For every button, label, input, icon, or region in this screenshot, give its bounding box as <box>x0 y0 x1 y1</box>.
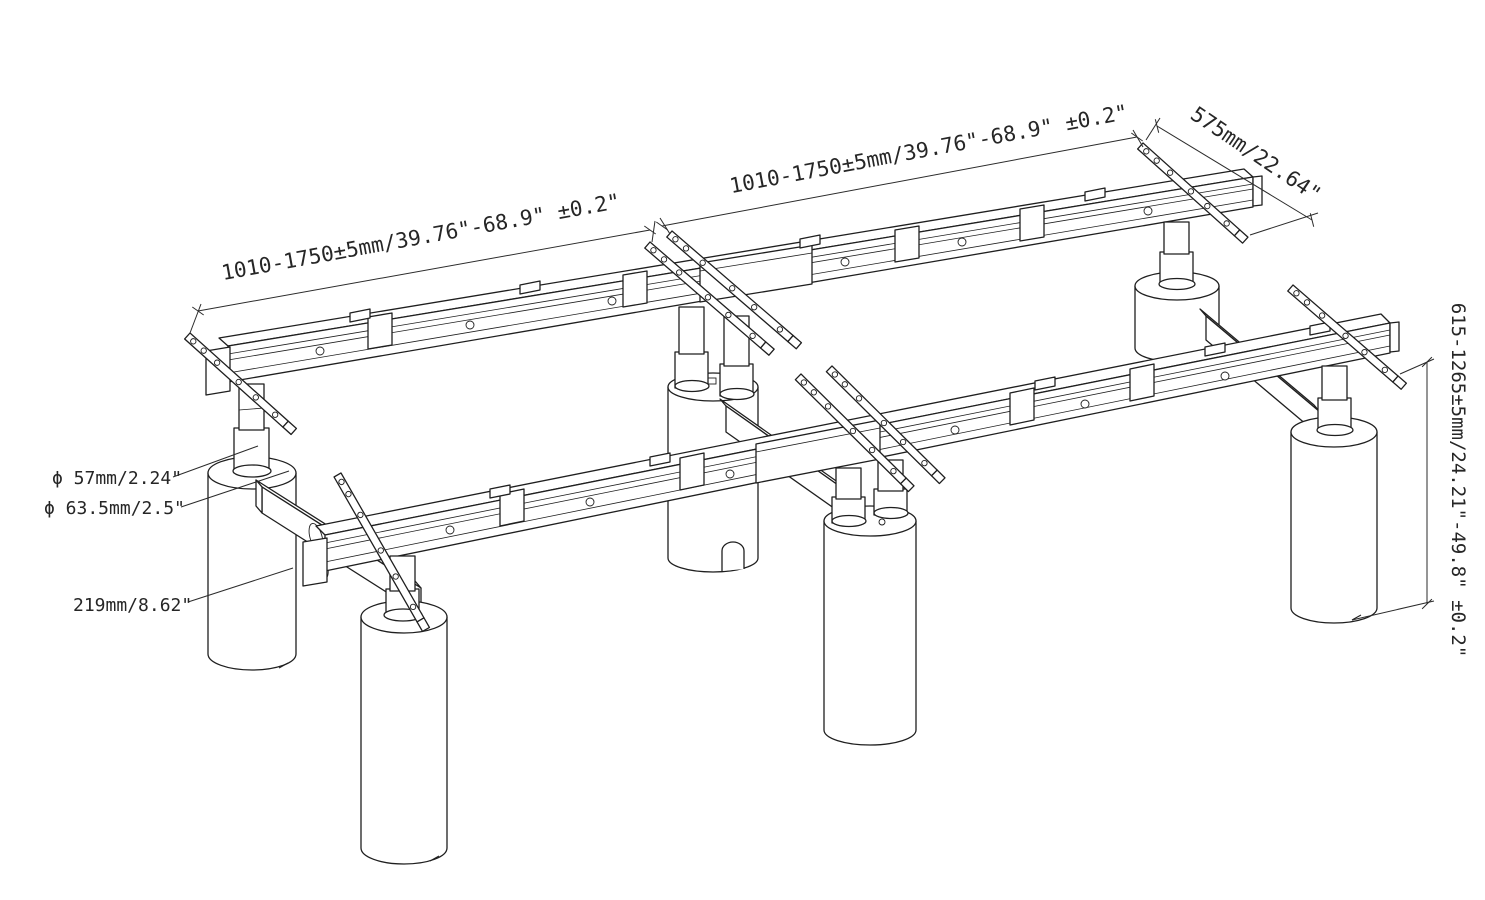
bracket-front-middle-a <box>794 373 915 493</box>
front-rail-left-end-cap <box>302 537 328 587</box>
bracket-front-right <box>1287 284 1408 390</box>
leader-foot <box>187 567 294 603</box>
back-rail-right-tip <box>1252 175 1263 207</box>
foot-diameter-label: 219mm/8.62" <box>73 595 192 616</box>
callout-upper-column-diameter: ϕ 57mm/2.24" <box>52 445 259 489</box>
cable-notch <box>721 541 745 571</box>
bracket-front-left <box>333 472 431 633</box>
dim-height-label: 615-1265±5mm/24.21"-49.8" ±0.2" <box>1447 303 1469 658</box>
column-front-right <box>1316 365 1354 437</box>
foot-front-middle <box>823 505 917 746</box>
bracket-back-middle-a <box>644 241 775 356</box>
column-back-middle-left <box>674 306 710 393</box>
leader-upper-column <box>172 445 259 478</box>
foot-front-left <box>360 600 448 865</box>
front-rail-assembly <box>302 313 1400 587</box>
front-rail-right-tip <box>1389 321 1400 353</box>
callout-lower-column-diameter: ϕ 63.5mm/2.5" <box>44 470 290 519</box>
bracket-back-left <box>184 332 298 436</box>
dim-length-right-label: 1010-1750±5mm/39.76"-68.9" ±0.2" <box>728 100 1130 198</box>
bracket-back-middle-b <box>666 230 803 350</box>
foot-back-left <box>207 456 297 671</box>
dimension-height-range: 615-1265±5mm/24.21"-49.8" ±0.2" <box>1351 303 1469 658</box>
foot-front-right <box>1290 416 1378 624</box>
bracket-front-middle-b <box>825 365 946 485</box>
bracket-back-right <box>1137 142 1249 244</box>
column-back-right <box>1158 221 1196 291</box>
upper-column-diameter-label: ϕ 57mm/2.24" <box>52 468 182 489</box>
column-front-middle-left <box>831 467 867 528</box>
lower-column-diameter-label: ϕ 63.5mm/2.5" <box>44 498 185 519</box>
leader-lower-column <box>180 470 290 508</box>
callout-foot-diameter: 219mm/8.62" <box>73 567 294 616</box>
